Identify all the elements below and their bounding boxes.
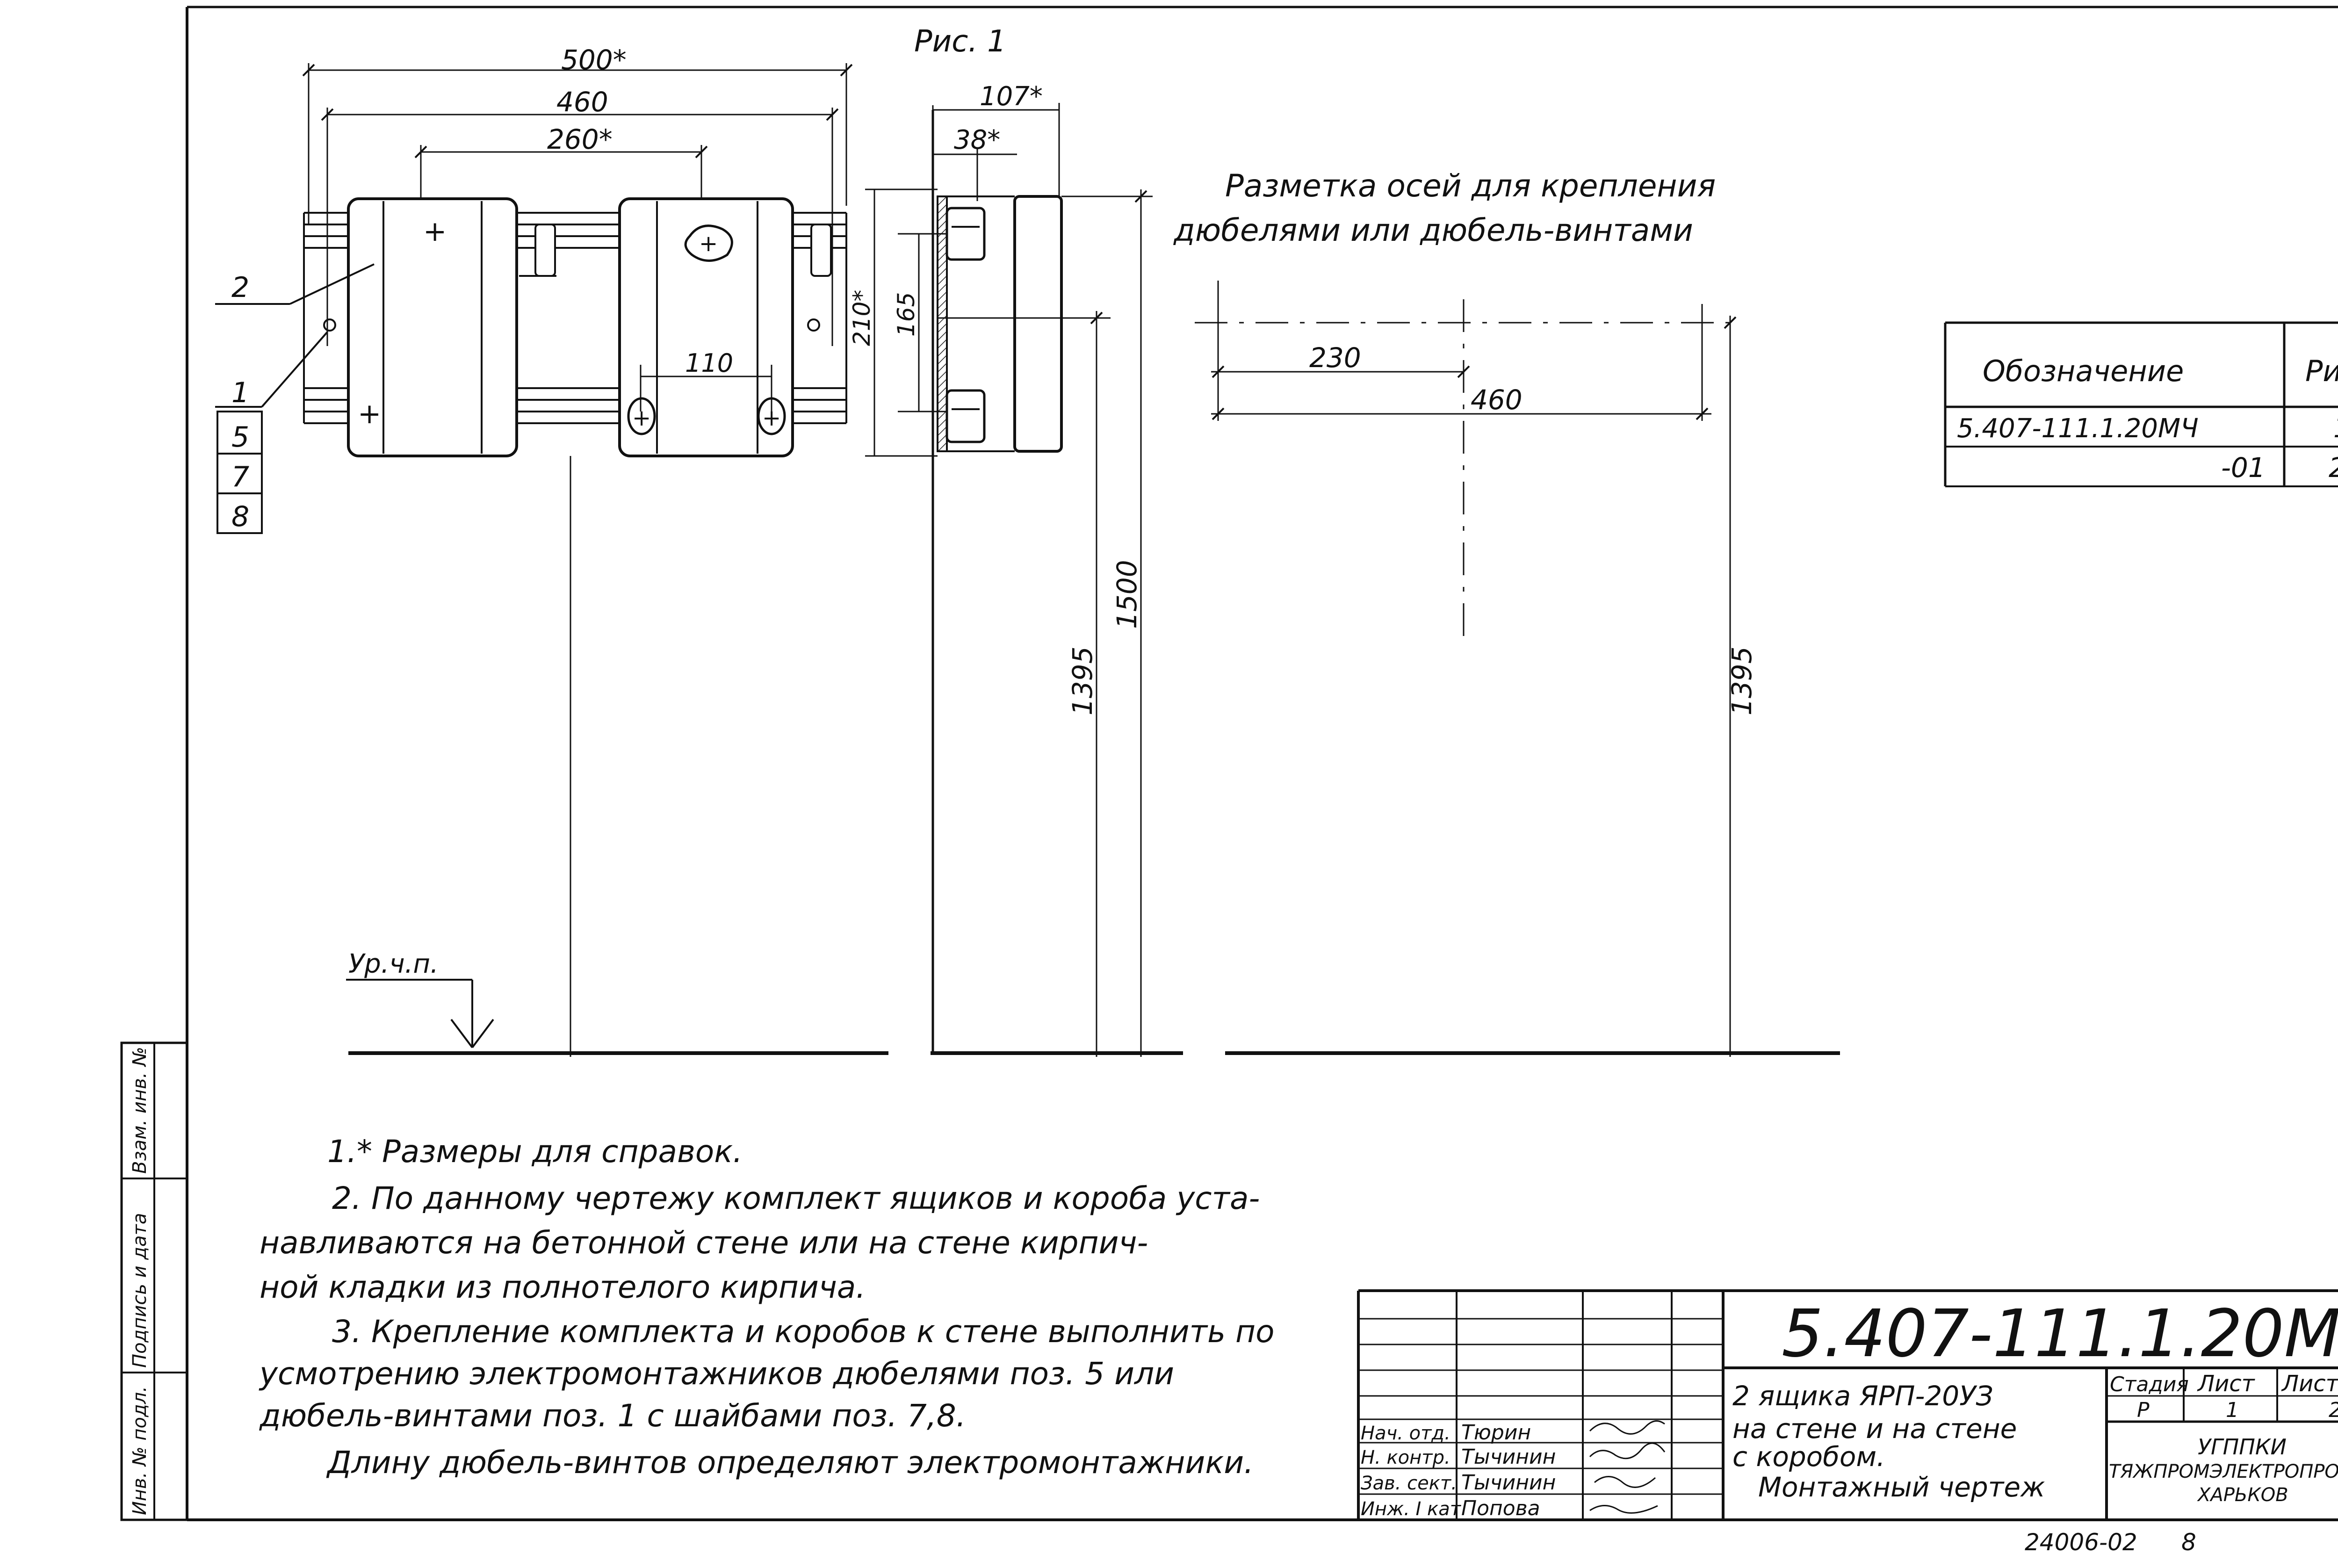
axes-markup-view: Разметка осей для крепления дюбелями или… xyxy=(1173,168,1840,1057)
callout-5-label: 5 xyxy=(231,421,249,454)
dim-260-label: 260* xyxy=(547,123,613,155)
strip-inv-swap: Взам. инв. № xyxy=(129,1047,151,1174)
org-line-2: ТЯЖПРОМЭЛЕКТРОПРОЕКТ xyxy=(2109,1461,2338,1482)
signatures xyxy=(1589,1420,1666,1514)
role-4-name: Попова xyxy=(1461,1496,1540,1520)
note-line-2: 2. По данному чертежу комплект ящиков и … xyxy=(332,1180,1260,1216)
role-2-name: Тычинин xyxy=(1461,1445,1556,1469)
dim-165-label: 165 xyxy=(893,292,920,337)
side-view: 107* 38* 210* 165 1395 1500 xyxy=(848,81,1183,1057)
markup-title-line1: Разметка осей для крепления xyxy=(1225,168,1716,204)
table-row-1-designation: 5.407-111.1.20МЧ xyxy=(1957,413,2199,444)
left-archive-strip: Инв. № подл. Подпись и дата Взам. инв. № xyxy=(120,1041,188,1521)
floor-level-marker: Ур.ч.п. xyxy=(346,949,888,1055)
box-1-cross-top: + xyxy=(423,215,447,248)
dim-500-label: 500* xyxy=(561,44,627,76)
box-2-hole-left-cross: + xyxy=(632,405,651,431)
notes: 1.* Размеры для справок. 2. По данному ч… xyxy=(259,1134,1274,1481)
table-row-1-fig: 1 xyxy=(2333,412,2338,444)
sheet-value: 1 xyxy=(2226,1398,2239,1422)
figure-title: Рис. 1 xyxy=(914,24,1006,59)
callout-stack: 1 5 7 8 xyxy=(215,331,328,534)
table-row-2-designation: -01 xyxy=(2221,452,2266,484)
role-3-name: Тычинин xyxy=(1461,1471,1556,1495)
dim-460-label: 460 xyxy=(556,86,608,118)
desc-line-3: с коробом. xyxy=(1732,1441,1885,1473)
role-3: Зав. сект. xyxy=(1361,1473,1457,1494)
desc-line-4: Монтажный чертеж xyxy=(1758,1471,2045,1503)
stage-header: Стадия xyxy=(2110,1373,2189,1396)
note-line-8: Длину дюбель-винтов определяют электромо… xyxy=(326,1445,1254,1481)
role-1: Нач. отд. xyxy=(1361,1423,1450,1444)
table-header-designation: Обозначение xyxy=(1983,354,2184,388)
sheets-header: Листов xyxy=(2281,1371,2338,1397)
box-2-hole-right-cross: + xyxy=(762,405,781,431)
title-block: Нач. отд. Тюрин Н. контр. Тычинин Зав. с… xyxy=(1357,1289,2338,1520)
archive-number: 24006-02 xyxy=(2025,1529,2137,1556)
note-line-6: усмотрению электромонтажников дюбелями п… xyxy=(259,1356,1174,1392)
callout-7-label: 7 xyxy=(231,461,249,493)
sheet-mark: 8 xyxy=(2181,1529,2196,1556)
dim-210-label: 210* xyxy=(848,290,875,346)
desc-line-2: на стене и на стене xyxy=(1732,1413,2017,1445)
role-1-name: Тюрин xyxy=(1461,1421,1531,1445)
callout-2-label: 2 xyxy=(231,271,249,304)
note-line-1: 1.* Размеры для справок. xyxy=(327,1134,743,1170)
front-view: 500* 460 260* xyxy=(215,44,888,1057)
role-4: Инж. I кат. xyxy=(1361,1498,1467,1520)
floor-label: Ур.ч.п. xyxy=(348,949,439,979)
table-row-2-fig: 2 xyxy=(2329,452,2338,484)
dim-107-label: 107* xyxy=(980,81,1043,112)
box-1-cross-bottom: + xyxy=(358,397,381,430)
dim-1500-label: 1500 xyxy=(1111,560,1143,629)
desc-line-1: 2 ящика ЯРП-20УЗ xyxy=(1732,1380,1993,1412)
sheet-header: Лист xyxy=(2197,1371,2256,1397)
org-line-1: УГППКИ xyxy=(2198,1434,2287,1460)
stage-value: Р xyxy=(2137,1398,2150,1422)
latch-2 xyxy=(810,224,832,277)
box-2: + 110 + + xyxy=(618,197,820,457)
note-line-4: ной кладки из полнотелого кирпича. xyxy=(260,1269,866,1305)
table-header-fig: Рис. xyxy=(2305,354,2338,388)
callout-1-label: 1 xyxy=(231,376,249,409)
sheets-value: 2 xyxy=(2329,1398,2338,1422)
strip-inv-orig: Инв. № подл. xyxy=(129,1386,151,1515)
role-2: Н. контр. xyxy=(1361,1447,1450,1468)
dim-38-label: 38* xyxy=(954,125,1000,155)
callout-8-label: 8 xyxy=(231,500,249,533)
axes-460-label: 460 xyxy=(1471,384,1523,416)
designation-table: Обозначение Рис. 5.407-111.1.20МЧ 1 -01 … xyxy=(1944,321,2338,487)
callout-2: 2 xyxy=(215,263,375,305)
markup-title-line2: дюбелями или дюбель-винтами xyxy=(1173,212,1693,248)
dim-1395-side-label: 1395 xyxy=(1067,646,1098,715)
dim-460: 460 xyxy=(321,86,839,346)
note-line-5: 3. Крепление комплекта и коробов к стене… xyxy=(332,1314,1274,1350)
strip-sign-date: Подпись и дата xyxy=(129,1213,151,1368)
org-line-3: ХАРЬКОВ xyxy=(2197,1484,2288,1506)
dim-110-label: 110 xyxy=(685,348,733,378)
drawing-code: 5.407-111.1.20МЧ xyxy=(1782,1296,2338,1372)
box-2-hole-cross: + xyxy=(699,231,718,257)
dim-500: 500* xyxy=(302,44,853,224)
latch-1 xyxy=(519,224,556,277)
box-1: + + xyxy=(323,197,518,457)
note-line-3: навливаются на бетонной стене или на сте… xyxy=(260,1225,1148,1261)
axes-230-label: 230 xyxy=(1309,342,1361,374)
note-line-7: дюбель-винтами поз. 1 с шайбами поз. 7,8… xyxy=(259,1398,966,1434)
axes-1395-label: 1395 xyxy=(1726,646,1758,715)
